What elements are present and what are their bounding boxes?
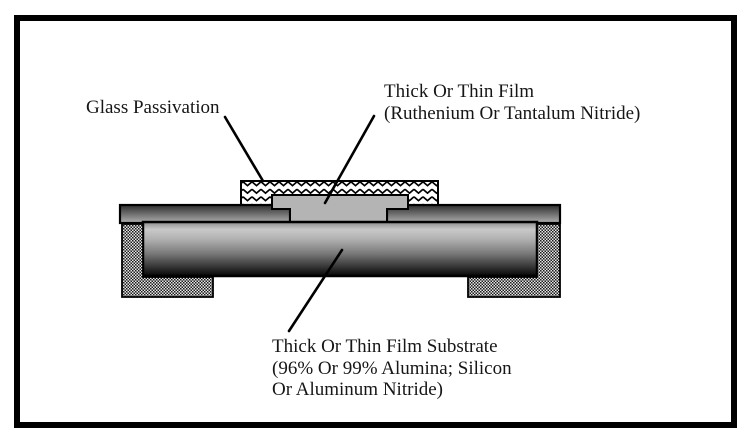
right-conductor-layer	[385, 203, 562, 225]
film-label-line1: Thick Or Thin Film	[384, 81, 535, 102]
left-termination-cap	[121, 223, 214, 298]
substrate-layer	[141, 220, 539, 278]
substrate-leader-line	[287, 248, 344, 333]
substrate-label-line2: (96% Or 99% Alumina; Silicon	[272, 357, 512, 379]
substrate-label-line3: Or Aluminum Nitride)	[272, 379, 443, 400]
right-termination-cap	[467, 223, 561, 298]
film-leader-line	[323, 114, 376, 205]
film-label-line2: (Ruthenium Or Tantalum Nitride)	[384, 102, 641, 124]
substrate-label: Thick Or Thin Film Substrate (96% Or 99%…	[272, 336, 512, 401]
glass-passivation-label: Glass Passivation	[86, 97, 220, 118]
glass-passivation-leader-line	[223, 115, 265, 183]
left-conductor-layer	[118, 203, 292, 225]
substrate-label-line1: Thick Or Thin Film Substrate	[272, 336, 498, 357]
film-label: Thick Or Thin Film (Ruthenium Or Tantalu…	[384, 81, 640, 124]
resistive-film-layer	[271, 194, 409, 224]
outer-border	[14, 15, 737, 428]
